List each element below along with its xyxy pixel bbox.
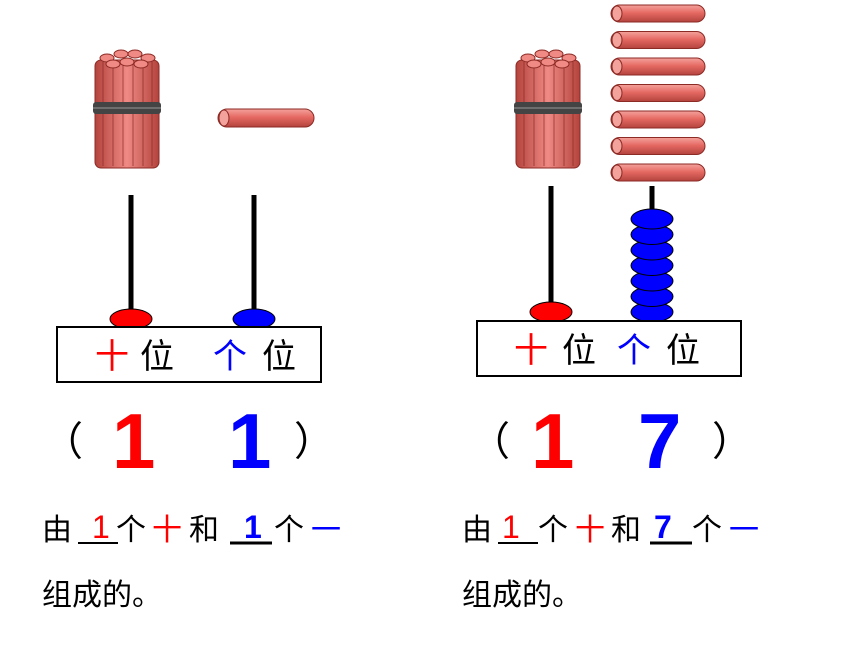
svg-text:十: 十 xyxy=(152,513,182,548)
ten-stick-bundle-icon xyxy=(514,49,582,169)
tens-place-suffix: 位 xyxy=(562,331,596,371)
stick-end xyxy=(611,85,623,101)
abacus-bead xyxy=(529,301,573,323)
single-stick-icon xyxy=(610,84,706,102)
blank-tens-answer: 1 xyxy=(92,509,110,545)
svg-text:组成的。: 组成的。 xyxy=(462,578,582,613)
svg-text:由: 由 xyxy=(42,513,72,548)
tens-place-suffix: 位 xyxy=(140,337,174,377)
svg-text:组成的。: 组成的。 xyxy=(42,578,162,613)
composition-sentence: 由 1 个 十 和 1 个 一 组成的。 xyxy=(42,509,341,613)
svg-text:和: 和 xyxy=(611,513,641,548)
ones-beads xyxy=(630,208,674,323)
single-stick-icon xyxy=(610,31,706,49)
panel-1: 十 位 个 位 （ 1 1 ） 由 1 个 十 和 1 个 一 组成的。 xyxy=(42,49,341,613)
ones-place-label: 个 xyxy=(617,331,651,371)
paren-close: ） xyxy=(294,419,334,465)
svg-text:一: 一 xyxy=(311,513,341,548)
svg-text:和: 和 xyxy=(189,513,219,548)
svg-text:十: 十 xyxy=(575,513,605,548)
single-stick-icon xyxy=(610,4,706,23)
stick-end xyxy=(611,138,623,154)
svg-text:个: 个 xyxy=(538,513,568,548)
stick-end xyxy=(611,5,623,22)
tens-beads xyxy=(529,301,573,323)
paren-open: （ xyxy=(470,419,510,465)
svg-text:个: 个 xyxy=(274,513,304,548)
ones-digit: 1 xyxy=(228,397,271,485)
svg-text:个: 个 xyxy=(692,513,722,548)
composition-sentence: 由 1 个 十 和 7 个 一 组成的。 xyxy=(462,509,759,613)
single-stick-icon xyxy=(217,108,315,128)
abacus-bead xyxy=(630,208,674,230)
svg-text:由: 由 xyxy=(462,513,492,548)
single-stick-icon xyxy=(610,137,706,155)
tens-place-label: 十 xyxy=(514,331,548,371)
tens-digit: 1 xyxy=(531,397,574,485)
ones-digit: 7 xyxy=(638,397,681,485)
place-label-box xyxy=(476,320,742,377)
stick-end xyxy=(611,164,623,181)
svg-text:个: 个 xyxy=(116,513,146,548)
ten-stick-bundle-icon xyxy=(93,49,161,169)
ones-place-suffix: 位 xyxy=(262,337,296,377)
stick-end xyxy=(611,111,623,128)
single-stick-icon xyxy=(610,57,706,76)
blank-ones-answer: 7 xyxy=(654,509,672,545)
place-label-box xyxy=(56,326,322,383)
panel-2: 十 位 个 位 （ 1 7 ） 由 1 个 十 和 7 个 一 组成的。 xyxy=(462,4,759,613)
blank-tens-answer: 1 xyxy=(502,509,520,545)
stick-end xyxy=(611,32,623,48)
single-stick-icon xyxy=(610,163,706,182)
single-sticks-stack xyxy=(610,4,706,182)
ones-place-label: 个 xyxy=(213,337,247,377)
svg-text:一: 一 xyxy=(729,513,759,548)
tens-place-label: 十 xyxy=(95,337,129,377)
single-stick-icon xyxy=(610,110,706,129)
ones-place-suffix: 位 xyxy=(666,331,700,371)
paren-close: ） xyxy=(712,419,752,465)
tens-digit: 1 xyxy=(112,397,155,485)
blank-ones-answer: 1 xyxy=(244,509,262,545)
stick-end xyxy=(611,58,623,75)
paren-open: （ xyxy=(43,419,83,465)
